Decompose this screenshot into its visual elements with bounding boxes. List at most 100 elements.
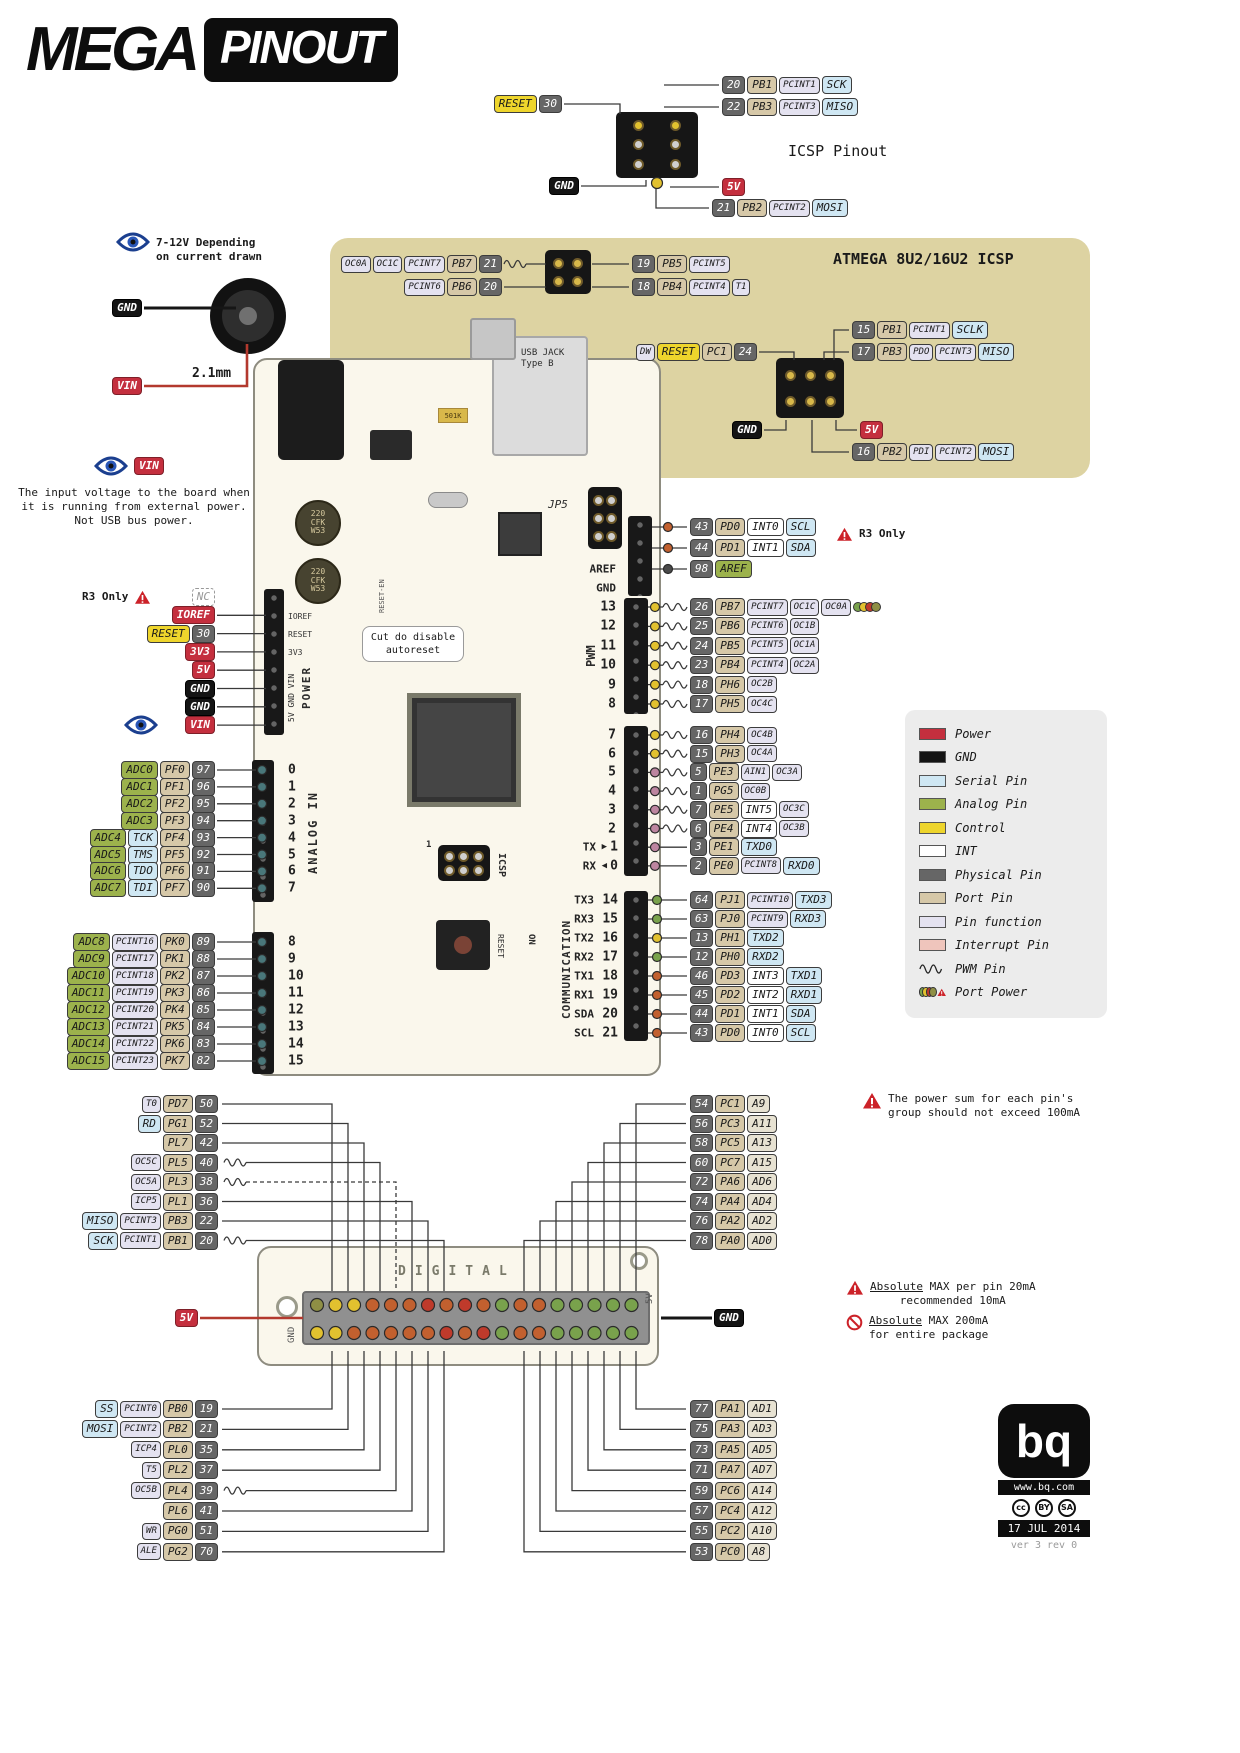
pin-chip-t5: T5 (142, 1461, 161, 1479)
pin-chip-78: 78 (690, 1231, 714, 1250)
pin-chip-12: 12 (690, 948, 714, 966)
pin-chip-19: 19 (194, 1400, 218, 1418)
pin-chip-oc1c: OC1C (789, 598, 820, 616)
poster-version: ver 3 rev 0 (1010, 1540, 1078, 1551)
connector-pin (606, 512, 617, 524)
bq-logo: bq (998, 1404, 1090, 1478)
pin-chip-90: 90 (191, 879, 215, 898)
board-analog-pin-7: 7 (288, 880, 296, 896)
pin-chip-ad6: AD6 (747, 1173, 777, 1191)
board-label-gnd: GND (596, 581, 616, 595)
board-digital-pin-7: 7 (608, 727, 616, 743)
pin-chip-vin: VIN (134, 457, 164, 475)
pin-chip-reset: RESET (656, 343, 700, 361)
pin-chip-pa3: PA3 (715, 1420, 746, 1439)
pin-chip-73: 73 (690, 1440, 714, 1459)
pin-chip-sda: SDA (785, 1005, 816, 1023)
eye-icon (115, 232, 151, 256)
pin-chip-pc5: PC5 (715, 1134, 746, 1152)
wire-line (222, 1351, 429, 1533)
board-analog-pin-4: 4 (288, 830, 296, 846)
pin-chip-57: 57 (690, 1502, 714, 1520)
pin-chip-ad2: AD2 (747, 1212, 777, 1230)
pwm-squiggle-icon (223, 1236, 247, 1245)
warning-text: for entire package (869, 1327, 989, 1341)
pin-chip-adc1: ADC1 (121, 777, 158, 796)
pin-chip-pl5: PL5 (162, 1153, 193, 1172)
legend-item-pwm: PWM Pin (919, 957, 1093, 981)
pin-chip-6: 6 (690, 819, 707, 838)
pin-chip-pcint5: PCINT5 (747, 637, 788, 655)
legend-label: Control (955, 820, 1006, 835)
pin-chip-pb6: PB6 (715, 617, 746, 636)
pin-chip-38: 38 (194, 1173, 218, 1191)
pin-chip-adc5: ADC5 (89, 845, 126, 864)
pin-chip-oc5b: OC5B (131, 1482, 161, 1500)
pin-chip-ad4: AD4 (747, 1192, 777, 1211)
legend-swatch-phys (919, 868, 946, 881)
rx-arrow-icon: ◀ (601, 860, 607, 871)
pin-chip-pb3: PB3 (747, 98, 778, 116)
pin-chip-pf0: PF0 (159, 761, 190, 779)
mounting-hole (630, 1252, 648, 1270)
r3-only-text: R3 Only (82, 590, 129, 603)
pin-row-jackVin-0: VIN (112, 377, 142, 395)
pin-chip-a12: A12 (747, 1502, 777, 1520)
wire-line (222, 1351, 445, 1553)
warning-triangle-icon (846, 1280, 864, 1300)
pin-chip-84: 84 (191, 1018, 215, 1036)
pin-chip-pcint3: PCINT3 (779, 98, 820, 116)
pin-chip-adc7: ADC7 (89, 879, 126, 898)
power-label: POWER (300, 665, 313, 710)
pin-chip-58: 58 (690, 1134, 714, 1152)
pin-chip-adc0: ADC0 (121, 761, 158, 779)
pin-chip-56: 56 (690, 1114, 714, 1133)
pin-chip-adc6: ADC6 (89, 862, 126, 881)
pin-chip-pc0: PC0 (715, 1542, 746, 1561)
pin-chip-oc3b: OC3B (779, 820, 809, 837)
wire-line (581, 180, 647, 187)
connector-pin (553, 257, 564, 269)
cc-icon: cc (1012, 1499, 1030, 1517)
legend-item-func: Pin function (919, 910, 1093, 934)
icsp-pinout-connector (616, 112, 698, 178)
pin-chip-pc7: PC7 (715, 1153, 746, 1172)
pin-chip-77: 77 (690, 1400, 714, 1418)
connector-pin (784, 395, 796, 407)
pin-chip-52: 52 (194, 1114, 218, 1133)
pin-chip-pb2: PB2 (737, 199, 768, 217)
jp5-label: JP5 (548, 498, 568, 511)
pin-chip-a8: A8 (747, 1542, 771, 1561)
pin-row-icsp5v-0: 5V (722, 178, 746, 196)
pin-chip-pb4: PB4 (657, 278, 688, 296)
pin-chip-int0: INT0 (747, 1024, 784, 1042)
pin-chip-64: 64 (690, 891, 714, 909)
legend-item-phys: Physical Pin (919, 863, 1093, 887)
pin-chip-53: 53 (690, 1542, 714, 1561)
voltage-regulator (370, 430, 412, 460)
warning-package-max: Absolute MAX 200mA for entire package (846, 1314, 988, 1342)
pin-chip-pcint16: PCINT16 (111, 933, 158, 951)
pin-chip-sda: SDA (785, 539, 816, 557)
pin-chip-t0: T0 (142, 1095, 161, 1113)
pin-chip-gnd: GND (549, 177, 579, 195)
pin-chip-18: 18 (632, 278, 656, 296)
pin-chip-oc0b: OC0B (740, 782, 771, 800)
pin-chip-adc3: ADC3 (121, 811, 158, 830)
pin-chip-oc5c: OC5C (131, 1154, 161, 1171)
autoreset-note: Cut do disable autoreset (362, 626, 464, 662)
pin-chip-54: 54 (690, 1095, 714, 1113)
connector-pin (633, 120, 644, 132)
pin-chip-pb2: PB2 (877, 443, 908, 461)
icsp-pinout-title: ICSP Pinout (788, 142, 888, 160)
pin-chip-oc1c: OC1C (372, 255, 403, 273)
